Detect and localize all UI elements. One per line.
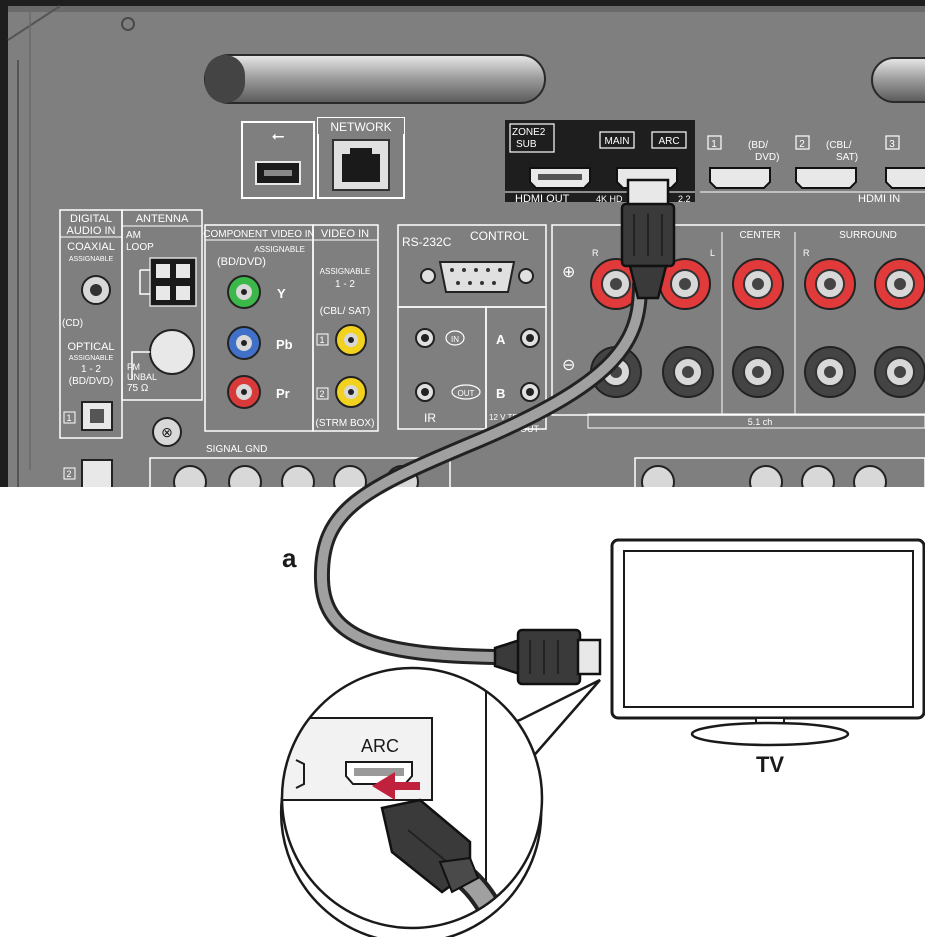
svg-text:⊖: ⊖ bbox=[562, 357, 575, 374]
svg-text:(STRM BOX): (STRM BOX) bbox=[316, 418, 375, 429]
svg-text:5.1 ch: 5.1 ch bbox=[748, 417, 773, 427]
hdmi-in-block: 1 (BD/ DVD) 2 (CBL/ SAT) 3 HDMI IN bbox=[700, 120, 925, 205]
svg-text:⊗: ⊗ bbox=[161, 424, 173, 440]
hdmi-out-label: HDMI OUT bbox=[515, 193, 570, 205]
svg-text:UNBAL: UNBAL bbox=[127, 372, 157, 382]
svg-text:SURROUND: SURROUND bbox=[839, 230, 897, 241]
component-video-block: COMPONENT VIDEO IN ASSIGNABLE (BD/DVD) Y… bbox=[203, 224, 315, 432]
svg-text:ASSIGNABLE: ASSIGNABLE bbox=[69, 256, 114, 263]
hdmi-main-label: MAIN bbox=[605, 136, 630, 147]
network-label: NETWORK bbox=[330, 120, 391, 134]
svg-text:B: B bbox=[496, 386, 505, 401]
svg-text:AM: AM bbox=[126, 230, 141, 241]
svg-text:(CBL/: (CBL/ bbox=[826, 140, 852, 151]
svg-text:FM: FM bbox=[127, 362, 140, 372]
control-block: RS-232C CONTROL IN OUT IR A B 12 V TRIGG… bbox=[397, 224, 547, 434]
digital-audio-block: DIGITAL AUDIO IN COAXIAL ASSIGNABLE (CD)… bbox=[59, 209, 123, 487]
svg-text:ASSIGNABLE: ASSIGNABLE bbox=[69, 355, 114, 362]
cable-label-a: a bbox=[282, 543, 297, 573]
wireless-antenna-left bbox=[204, 54, 546, 104]
svg-text:(BD/DVD): (BD/DVD) bbox=[217, 256, 266, 268]
hdmi-plug-top bbox=[620, 178, 676, 300]
svg-text:DIGITAL: DIGITAL bbox=[70, 213, 112, 225]
svg-text:RS-232C: RS-232C bbox=[402, 235, 452, 249]
svg-text:2: 2 bbox=[319, 389, 324, 399]
tv-label: TV bbox=[756, 752, 784, 777]
svg-text:L: L bbox=[710, 248, 715, 258]
svg-text:R: R bbox=[592, 248, 599, 258]
svg-text:LOOP: LOOP bbox=[126, 242, 154, 253]
svg-text:COAXIAL: COAXIAL bbox=[67, 241, 115, 253]
svg-text:4K HD: 4K HD bbox=[596, 194, 623, 204]
svg-text:ASSIGNABLE: ASSIGNABLE bbox=[254, 245, 305, 254]
antenna-block: ANTENNA AM LOOP FM UNBAL 75 Ω bbox=[121, 209, 203, 401]
svg-text:⊕: ⊕ bbox=[562, 264, 575, 281]
svg-text:1: 1 bbox=[66, 413, 71, 423]
svg-text:DVD): DVD) bbox=[755, 152, 779, 163]
network-port: NETWORK bbox=[317, 117, 405, 199]
zoom-arc-label: ARC bbox=[361, 736, 399, 756]
insert-arrow-icon bbox=[372, 772, 420, 800]
svg-text:(BD/: (BD/ bbox=[748, 140, 768, 151]
svg-text:SIGNAL GND: SIGNAL GND bbox=[206, 444, 267, 455]
svg-text:1 - 2: 1 - 2 bbox=[81, 364, 101, 375]
svg-text:1 - 2: 1 - 2 bbox=[335, 279, 355, 290]
svg-text:1: 1 bbox=[711, 139, 717, 150]
receiver-rear-panel: ⭠ NETWORK ZONE2 SUB MAIN ARC HDMI bbox=[0, 0, 925, 487]
video-in-block: VIDEO IN ASSIGNABLE 1 - 2 (CBL/ SAT) 1 2… bbox=[312, 224, 379, 432]
svg-text:IN: IN bbox=[451, 335, 459, 344]
svg-text:AUDIO IN: AUDIO IN bbox=[67, 225, 116, 237]
svg-text:A: A bbox=[496, 332, 506, 347]
tv-illustration: TV bbox=[610, 538, 925, 777]
svg-text:(CD): (CD) bbox=[62, 318, 83, 329]
svg-text:OUT: OUT bbox=[458, 389, 475, 398]
hdmi-arc-label: ARC bbox=[658, 136, 679, 147]
svg-text:ANTENNA: ANTENNA bbox=[136, 213, 189, 225]
usb-icon: ⭠ bbox=[272, 128, 285, 145]
svg-text:COMPONENT VIDEO IN: COMPONENT VIDEO IN bbox=[203, 229, 315, 240]
svg-text:2: 2 bbox=[799, 139, 805, 150]
svg-text:(BD/DVD): (BD/DVD) bbox=[69, 376, 113, 387]
svg-text:SUB: SUB bbox=[516, 139, 537, 150]
usb-port: ⭠ bbox=[241, 121, 315, 199]
svg-text:R: R bbox=[803, 248, 810, 258]
svg-text:3: 3 bbox=[889, 139, 895, 150]
svg-text:2.2: 2.2 bbox=[678, 194, 691, 204]
wireless-antenna-right bbox=[871, 57, 925, 103]
svg-text:VIDEO IN: VIDEO IN bbox=[321, 228, 369, 240]
svg-text:(CBL/ SAT): (CBL/ SAT) bbox=[320, 306, 370, 317]
svg-text:2: 2 bbox=[66, 469, 71, 479]
svg-text:IR: IR bbox=[424, 411, 436, 425]
svg-text:ZONE2: ZONE2 bbox=[512, 127, 546, 138]
hdmi-in-label: HDMI IN bbox=[858, 193, 900, 205]
hdmi-plug-tv bbox=[493, 628, 602, 686]
svg-text:1: 1 bbox=[319, 335, 324, 345]
svg-text:Y: Y bbox=[277, 286, 286, 301]
svg-text:SAT): SAT) bbox=[836, 152, 858, 163]
svg-text:Pr: Pr bbox=[276, 386, 290, 401]
svg-text:75 Ω: 75 Ω bbox=[127, 383, 149, 394]
svg-text:CONTROL: CONTROL bbox=[470, 229, 529, 243]
svg-text:OPTICAL: OPTICAL bbox=[67, 341, 114, 353]
svg-text:CENTER: CENTER bbox=[739, 230, 780, 241]
svg-text:ASSIGNABLE: ASSIGNABLE bbox=[320, 267, 371, 276]
hdmi-cable bbox=[313, 178, 676, 686]
svg-text:OUT: OUT bbox=[520, 424, 540, 434]
svg-text:Pb: Pb bbox=[276, 337, 293, 352]
zoom-callout: ARC bbox=[279, 666, 601, 937]
